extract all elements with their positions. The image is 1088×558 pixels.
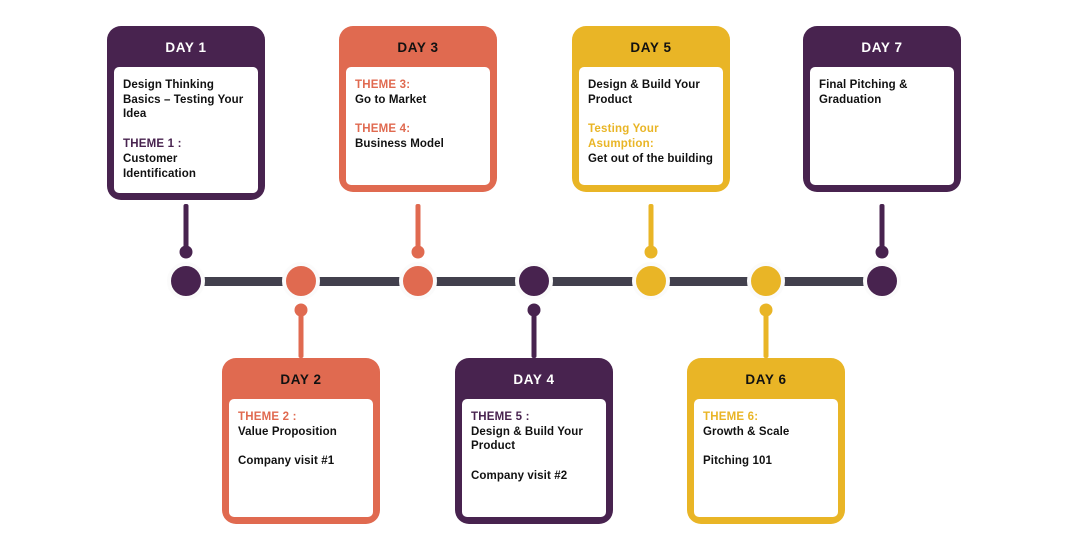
theme-label: THEME 4: bbox=[355, 123, 411, 136]
day-card-4[interactable]: DAY 4 THEME 5 : Design & Build Your Produc… bbox=[455, 358, 613, 524]
day-card-text: Design & Build Your Product bbox=[588, 79, 701, 106]
day-card-block: THEME 6: Growth & Scale bbox=[703, 410, 829, 439]
card-connector-stem bbox=[763, 310, 769, 358]
day-card-block: Design & Build Your Product bbox=[588, 78, 714, 107]
timeline-bar-segment bbox=[431, 276, 521, 286]
card-connector-cap bbox=[294, 303, 308, 317]
theme-label: THEME 2 : bbox=[238, 411, 297, 423]
day-card-text: Get out of the building bbox=[588, 152, 713, 165]
day-card-text: Go to Market bbox=[355, 93, 427, 106]
day-card-text: Pitching 101 bbox=[703, 455, 772, 468]
card-connector-stem bbox=[531, 310, 537, 358]
card-connector-cap bbox=[759, 303, 773, 317]
card-connector-stem bbox=[879, 204, 885, 252]
day-card-text: Growth & Scale bbox=[703, 425, 790, 438]
day-card-body: Design Thinking Basics – Testing Your Id… bbox=[114, 67, 258, 194]
day-card-block: Company visit #1 bbox=[238, 454, 364, 469]
day-card-title: DAY 4 bbox=[513, 372, 555, 387]
card-connector-stem bbox=[648, 204, 654, 252]
day-card-text: Final Pitching & Graduation bbox=[819, 79, 908, 106]
card-connector-cap bbox=[875, 245, 889, 259]
day-card-block: THEME 5 : Design & Build Your Product bbox=[471, 410, 597, 454]
day-card-text: Customer Identification bbox=[123, 152, 196, 180]
timeline-bar-segment bbox=[779, 276, 869, 286]
theme-label: THEME 5 : bbox=[471, 411, 530, 423]
day-card-block: Testing Your Asumption:Get out of the bu… bbox=[588, 122, 714, 166]
card-connector-cap bbox=[179, 245, 193, 259]
timeline-bar-segment bbox=[199, 276, 288, 286]
day-card-block: THEME 1 :Customer Identification bbox=[123, 137, 249, 181]
day-card-7[interactable]: DAY 7 Final Pitching & Graduation bbox=[803, 26, 961, 192]
card-connector-stem bbox=[298, 310, 304, 358]
day-card-title: DAY 1 bbox=[165, 40, 207, 55]
day-card-title: DAY 6 bbox=[745, 372, 787, 387]
timeline-node-5[interactable] bbox=[632, 262, 670, 300]
day-card-title: DAY 3 bbox=[397, 40, 439, 55]
day-card-1[interactable]: DAY 1 Design Thinking Basics – Testing Yo… bbox=[107, 26, 265, 201]
card-connector-cap bbox=[411, 245, 425, 259]
timeline-node-2[interactable] bbox=[282, 262, 320, 300]
timeline-bar-segment bbox=[547, 276, 638, 286]
day-card-text: Business Model bbox=[355, 138, 444, 151]
timeline-bar-segment bbox=[664, 276, 753, 286]
card-connector-cap bbox=[527, 303, 541, 317]
theme-label: THEME 6: bbox=[703, 411, 759, 423]
card-connector-cap bbox=[644, 245, 658, 259]
theme-label: THEME 1 : bbox=[123, 138, 182, 151]
day-card-block: THEME 4: Business Model bbox=[355, 122, 481, 151]
day-card-block: THEME 2 : Value Proposition bbox=[238, 410, 364, 439]
day-card-block: Company visit #2 bbox=[471, 469, 597, 484]
day-card-block: THEME 3: Go to Market bbox=[355, 78, 481, 107]
day-card-text: Value Proposition bbox=[238, 425, 337, 438]
day-card-block: Design Thinking Basics – Testing Your Id… bbox=[123, 78, 249, 122]
day-card-title: DAY 2 bbox=[280, 372, 322, 387]
card-connector-stem bbox=[415, 204, 421, 252]
day-card-text: Design Thinking Basics – Testing Your Id… bbox=[123, 79, 244, 121]
day-card-text: Design & Build Your Product bbox=[471, 425, 584, 453]
timeline-node-4[interactable] bbox=[515, 262, 553, 300]
day-card-title: DAY 7 bbox=[861, 40, 903, 55]
day-card-text: Company visit #1 bbox=[238, 455, 335, 468]
timeline-node-3[interactable] bbox=[399, 262, 437, 300]
theme-label: Testing Your Asumption: bbox=[588, 123, 659, 151]
card-connector-stem bbox=[183, 204, 189, 252]
timeline-node-7[interactable] bbox=[863, 262, 901, 300]
timeline-node-6[interactable] bbox=[747, 262, 785, 300]
timeline-bar-segment bbox=[314, 276, 405, 286]
day-card-title: DAY 5 bbox=[630, 40, 672, 55]
theme-label: THEME 3: bbox=[355, 79, 411, 91]
day-card-body: Final Pitching & Graduation bbox=[810, 67, 954, 185]
day-card-text: Company visit #2 bbox=[471, 470, 568, 483]
day-card-block: Final Pitching & Graduation bbox=[819, 78, 945, 107]
day-card-block: Pitching 101 bbox=[703, 454, 829, 469]
timeline-node-1[interactable] bbox=[167, 262, 205, 300]
